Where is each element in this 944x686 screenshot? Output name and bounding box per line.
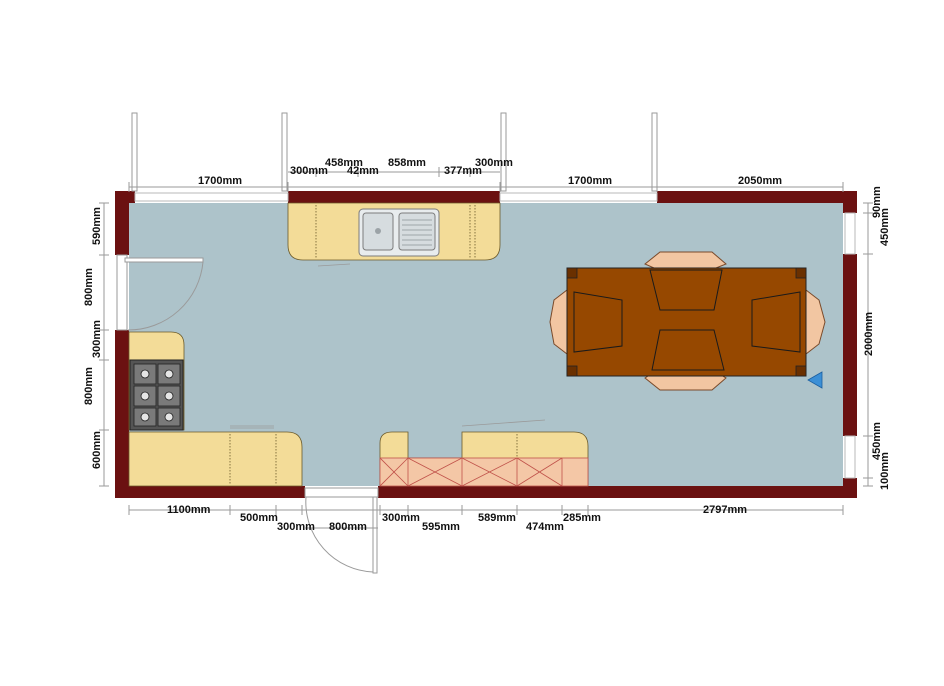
left-door-leaf <box>124 257 204 263</box>
window-right-top <box>844 212 856 255</box>
wall-bottom-left <box>115 486 305 498</box>
left-door-swing <box>127 261 204 331</box>
dim-right-1: 90mm <box>871 186 883 218</box>
bottom-dimension-labels: 1100mm 500mm 300mm 800mm 300mm 595mm 589… <box>167 504 747 533</box>
dim-top-9: 2050mm <box>738 175 782 187</box>
dim-left-4: 800mm <box>83 367 95 405</box>
bottom-left-counter <box>128 425 303 487</box>
dim-left-3: 300mm <box>91 320 103 358</box>
dim-bottom-7: 589mm <box>478 512 516 524</box>
dim-right-4: 450mm <box>871 422 883 460</box>
wall-right-top <box>843 191 857 213</box>
bottom-door-opening <box>304 487 379 498</box>
dim-bottom-6: 595mm <box>422 521 460 533</box>
wall-top-mid <box>288 191 500 203</box>
top-dimension-labels: 1700mm 300mm 458mm 42mm 858mm 377mm 300m… <box>198 157 782 187</box>
dimension-lines <box>99 167 873 529</box>
dim-top-1: 1700mm <box>198 175 242 187</box>
dim-bottom-4: 800mm <box>329 521 367 533</box>
dim-top-7: 300mm <box>475 157 513 169</box>
dim-bottom-2: 500mm <box>240 512 278 524</box>
post-2 <box>281 112 288 192</box>
wall-left-bottom <box>115 330 129 498</box>
dim-top-5: 858mm <box>388 157 426 169</box>
windows <box>134 192 856 479</box>
gas-hob-icon <box>129 359 184 431</box>
window-right-bottom <box>844 435 856 479</box>
left-dimension-labels: 590mm 800mm 300mm 800mm 600mm <box>83 207 103 469</box>
window-top-right <box>499 192 658 202</box>
dim-bottom-5: 300mm <box>382 512 420 524</box>
left-door-opening <box>116 254 128 331</box>
drawer-units <box>379 457 589 487</box>
dim-right-2: 450mm <box>879 208 891 246</box>
dim-left-5: 600mm <box>91 431 103 469</box>
window-top-left <box>134 192 289 202</box>
right-dimension-labels: 90mm 450mm 2000mm 450mm 100mm <box>863 186 891 490</box>
dim-right-3: 2000mm <box>863 312 875 356</box>
dim-bottom-9: 285mm <box>563 512 601 524</box>
bottom-door <box>304 487 379 574</box>
double-bowl-sink-icon <box>358 208 440 257</box>
bottom-door-leaf <box>372 496 378 574</box>
wall-left-top <box>115 191 129 255</box>
dim-bottom-8: 474mm <box>526 521 564 533</box>
wall-right-mid <box>843 254 857 436</box>
post-4 <box>651 112 658 192</box>
post-3 <box>500 112 507 192</box>
dim-top-4: 42mm <box>347 165 379 177</box>
dim-top-8: 1700mm <box>568 175 612 187</box>
dim-bottom-1: 1100mm <box>167 504 211 516</box>
dim-bottom-10: 2797mm <box>703 504 747 516</box>
post-1 <box>131 112 138 192</box>
left-door <box>116 254 204 331</box>
chair-top <box>644 251 727 269</box>
dim-top-6: 377mm <box>444 165 482 177</box>
triangle-marker-icon <box>807 371 823 389</box>
dim-bottom-3: 300mm <box>277 521 315 533</box>
wall-top-right <box>657 191 857 203</box>
dim-top-2: 300mm <box>290 165 328 177</box>
dim-left-1: 590mm <box>91 207 103 245</box>
wall-bottom-right <box>378 486 857 498</box>
window-posts <box>131 112 658 192</box>
bottom-door-swing <box>305 496 374 573</box>
dim-left-2: 800mm <box>83 268 95 306</box>
walls <box>115 191 857 498</box>
dim-right-5: 100mm <box>879 452 891 490</box>
dim-top-3: 458mm <box>325 157 363 169</box>
dining-table <box>566 267 807 377</box>
